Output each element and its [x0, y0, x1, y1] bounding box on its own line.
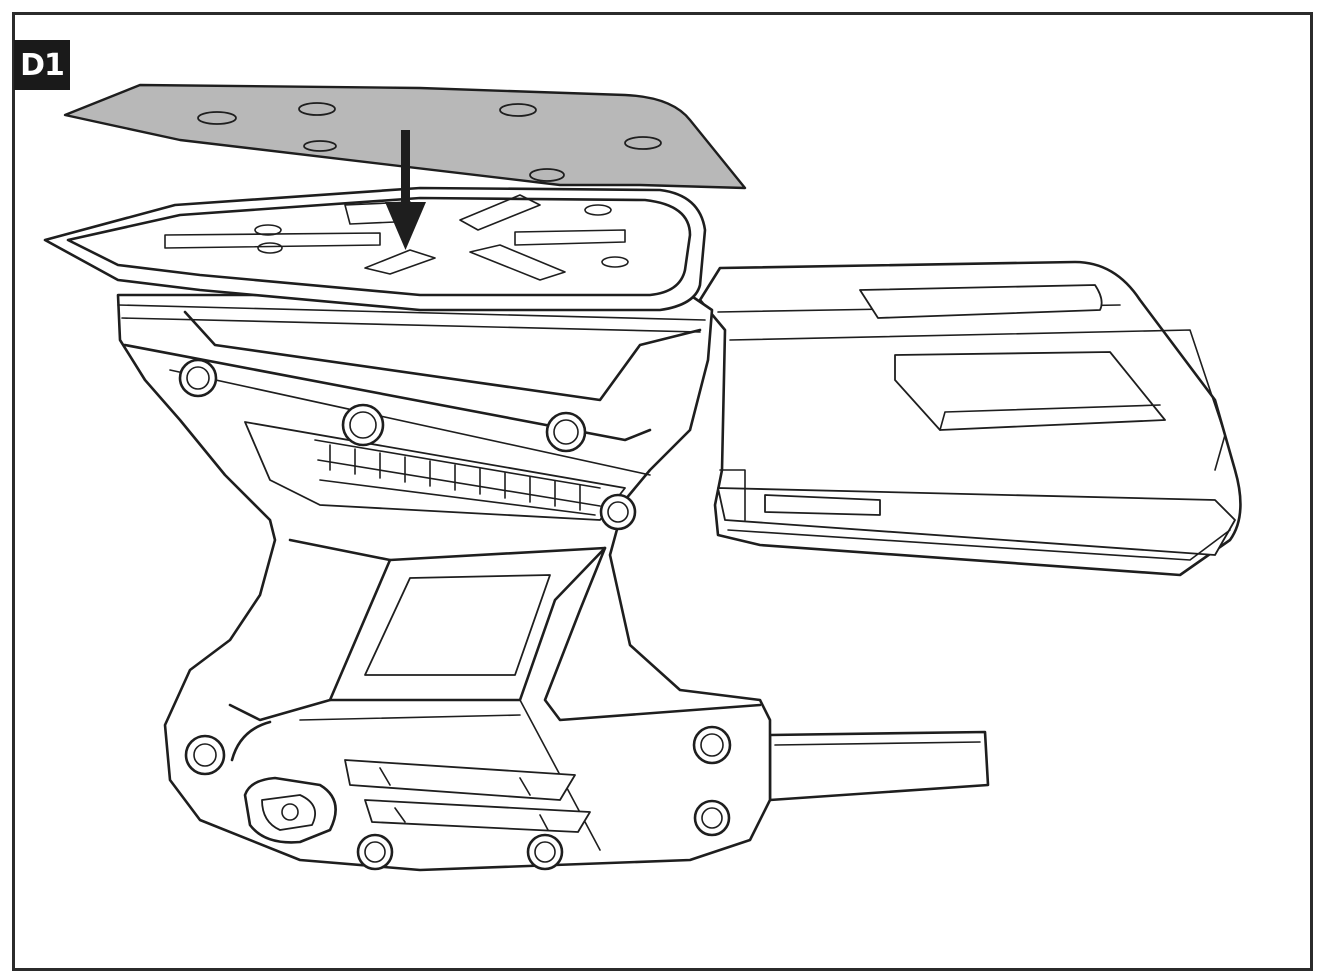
figure-label: D1 [14, 40, 70, 90]
dust-box [698, 260, 1242, 577]
power-cord [768, 730, 990, 802]
press-arrow [385, 130, 426, 250]
sanding-pad [43, 186, 707, 312]
sander-body [116, 293, 772, 872]
